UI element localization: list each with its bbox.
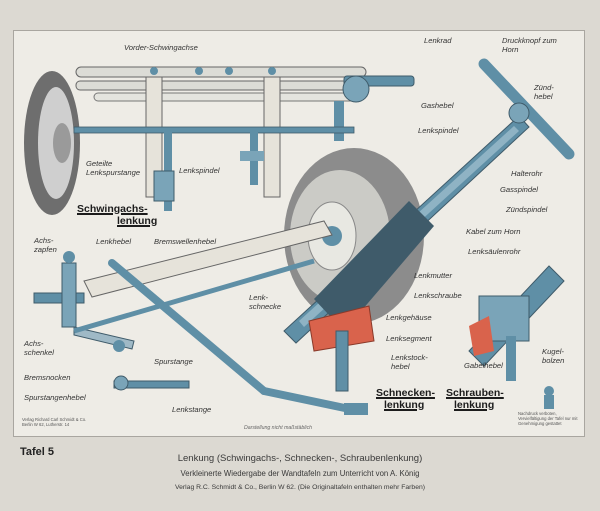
label-lenkrad: Lenkrad	[424, 36, 452, 45]
label-lenkhebel: Lenkhebel	[96, 237, 132, 246]
ball-pin	[544, 386, 554, 409]
label-kabel-horn: Kabel zum Horn	[466, 227, 521, 236]
label-spurstange: Spurstange	[154, 357, 193, 366]
track-rod-end	[113, 375, 190, 391]
note-not-to-scale: Darstellung nicht maßstäblich	[244, 425, 313, 431]
label-lenkstange: Lenkstange	[172, 405, 212, 414]
screw-steering-box	[468, 265, 565, 381]
steering-column	[283, 115, 530, 344]
split-track-rod	[73, 126, 355, 211]
plate-number: Tafel 5	[20, 446, 55, 458]
caption-title: Lenkung (Schwingachs-, Schnecken-, Schra…	[177, 453, 423, 464]
section-schneckenlenkung: Schnecken-lenkung	[376, 387, 435, 411]
label-lenksegment: Lenksegment	[386, 334, 432, 343]
label-gabelhebel: Gabelhebel	[464, 361, 503, 370]
label-achsschenkel: Achs-schenkel	[24, 339, 54, 357]
label-spurstangenhebel: Spurstangenhebel	[24, 393, 86, 402]
steering-wheel	[478, 58, 575, 160]
label-gashebel: Gashebel	[421, 101, 454, 110]
label-bremswellenhebel: Bremswellenhebel	[154, 237, 217, 246]
section-schwingachslenkung: Schwingachs-lenkung	[77, 203, 158, 227]
label-kugelbolzen: Kugel-bolzen	[542, 347, 565, 365]
label-lenkspindel-mid: Lenkspindel	[179, 166, 220, 175]
section-schraubenlenkung: Schrauben-lenkung	[446, 387, 504, 411]
label-zuendspindel: Zündspindel	[506, 205, 548, 214]
caption-subtitle: Verkleinerte Wiedergabe der Wandtafeln z…	[180, 469, 420, 478]
label-gasspindel: Gasspindel	[500, 185, 538, 194]
front-swing-axle	[75, 66, 367, 198]
label-lenksaeulenrohr: Lenksäulenrohr	[468, 247, 521, 256]
label-achszapfen: Achs-zapfen	[34, 236, 57, 254]
drag-link	[108, 259, 368, 415]
label-lenkspindel-top: Lenkspindel	[418, 126, 459, 135]
stub-axle-right	[334, 75, 415, 141]
label-bremsnocken: Bremsnocken	[24, 373, 71, 382]
label-lenkschnecke: Lenk-schnecke	[249, 293, 282, 311]
label-zuendhebel: Zünd-hebel	[534, 83, 554, 101]
publisher-small: Verlag Richard Carl Schmidt & Co. Berlin…	[22, 417, 87, 427]
steering-illustration	[24, 58, 575, 415]
label-halterohr: Halterohr	[511, 169, 543, 178]
lower-axle-assembly	[33, 220, 333, 352]
illustration-plate: Vorder-Schwingachse Lenkrad Druckknopf z…	[13, 30, 585, 437]
label-geteilte-spurstange: Geteilte Lenkspurstange	[86, 159, 141, 177]
caption-publisher: Verlag R.C. Schmidt & Co., Berlin W 62. …	[174, 484, 426, 491]
rights-note: Nachdruck verboten, Vervielfältigung der…	[518, 411, 578, 426]
label-lenkmutter: Lenkmutter	[414, 271, 452, 280]
label-lenkschraube: Lenkschraube	[414, 291, 462, 300]
worm-steering-box	[308, 305, 375, 392]
front-wheel-left	[24, 71, 80, 215]
label-vorder-schwingachse: Vorder-Schwingachse	[124, 43, 198, 52]
label-lenkstockhebel: Lenkstock-hebel	[391, 353, 428, 371]
label-lenkgehaeuse: Lenkgehäuse	[386, 313, 432, 322]
label-druckknopf: Druckknopf zum Horn	[502, 36, 557, 54]
